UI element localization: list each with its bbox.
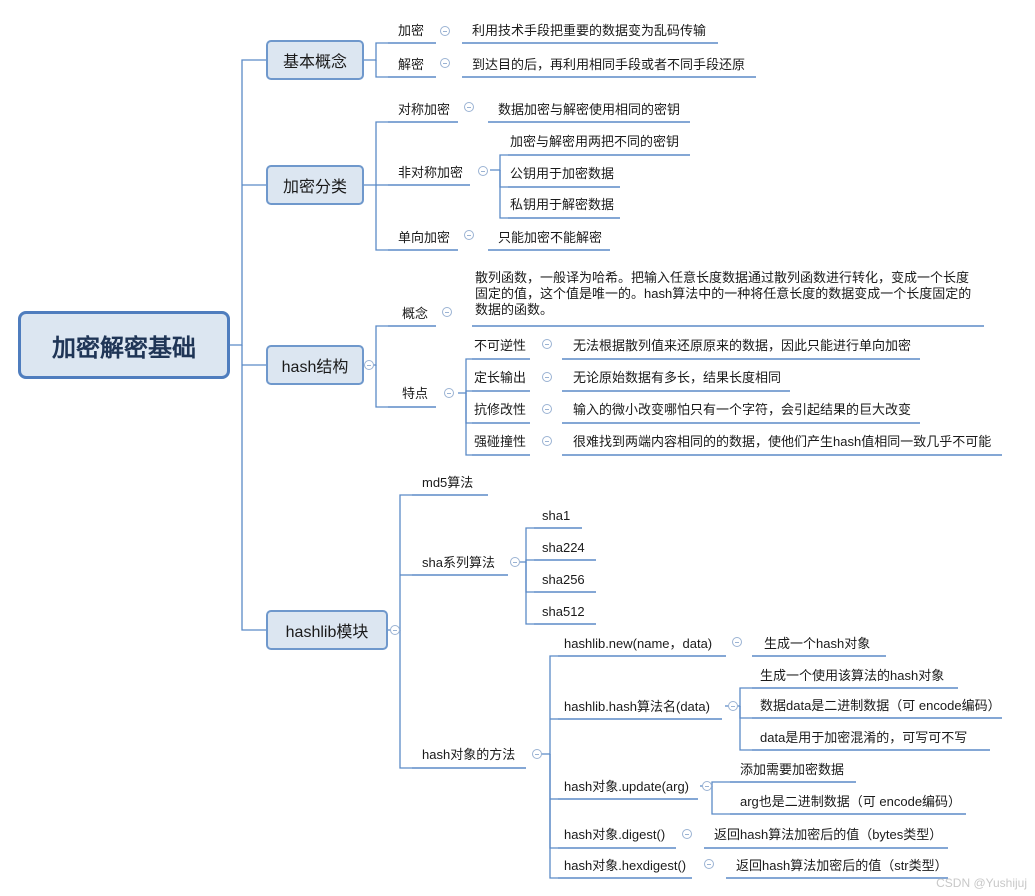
node-method-new[interactable]: hashlib.new(name，data) xyxy=(564,636,713,651)
node-hash-methods[interactable]: hash对象的方法 xyxy=(422,747,516,762)
node-method-hexdigest[interactable]: hash对象.hexdigest() xyxy=(564,858,687,873)
collapse-icon[interactable] xyxy=(542,372,552,382)
concept-line: 散列函数，一般译为哈希。把输入任意长度数据通过散列函数进行转化，变成一个长度 xyxy=(475,270,970,285)
node-decrypt-desc[interactable]: 到达目的后，再利用相同手段或者不同手段还原 xyxy=(472,57,746,72)
watermark: CSDN @Yushijuj xyxy=(936,876,1027,890)
node-sha-series[interactable]: sha系列算法 xyxy=(422,555,495,570)
node-method-hexdigest-desc[interactable]: 返回hash算法加密后的值（str类型） xyxy=(736,858,948,873)
node-encrypt[interactable]: 加密 xyxy=(398,23,425,38)
topic-encryption-types[interactable]: 加密分类 xyxy=(266,165,364,205)
node-method-byname-item[interactable]: 数据data是二进制数据（可 encode编码） xyxy=(760,698,1001,713)
collapse-icon[interactable] xyxy=(702,781,712,791)
node-feature-name[interactable]: 抗修改性 xyxy=(474,402,527,417)
collapse-icon[interactable] xyxy=(704,859,714,869)
node-sha-item[interactable]: sha224 xyxy=(542,540,585,555)
node-feature-name[interactable]: 不可逆性 xyxy=(474,338,527,353)
topic-hashlib-module[interactable]: hashlib模块 xyxy=(266,610,388,650)
collapse-icon[interactable] xyxy=(444,388,454,398)
node-symmetric[interactable]: 对称加密 xyxy=(398,102,451,117)
node-sha-item[interactable]: sha512 xyxy=(542,604,585,619)
collapse-icon[interactable] xyxy=(542,404,552,414)
collapse-icon[interactable] xyxy=(440,58,450,68)
topic-hash-structure[interactable]: hash结构 xyxy=(266,345,364,385)
collapse-icon[interactable] xyxy=(510,557,520,567)
collapse-icon[interactable] xyxy=(364,360,374,370)
node-feature-name[interactable]: 定长输出 xyxy=(474,370,527,385)
collapse-icon[interactable] xyxy=(442,307,452,317)
node-feature-desc[interactable]: 输入的微小改变哪怕只有一个字符，会引起结果的巨大改变 xyxy=(573,402,912,417)
node-asymmetric-item[interactable]: 公钥用于加密数据 xyxy=(510,166,615,181)
collapse-icon[interactable] xyxy=(728,701,738,711)
node-decrypt[interactable]: 解密 xyxy=(398,57,425,72)
node-feature-desc[interactable]: 无法根据散列值来还原原来的数据，因此只能进行单向加密 xyxy=(573,338,912,353)
node-method-byname-item[interactable]: 生成一个使用该算法的hash对象 xyxy=(760,668,945,683)
node-method-digest-desc[interactable]: 返回hash算法加密后的值（bytes类型） xyxy=(714,827,943,842)
collapse-icon[interactable] xyxy=(532,749,542,759)
collapse-icon[interactable] xyxy=(478,166,488,176)
node-oneway[interactable]: 单向加密 xyxy=(398,230,451,245)
node-asymmetric-item[interactable]: 私钥用于解密数据 xyxy=(510,197,615,212)
node-method-byname[interactable]: hashlib.hash算法名(data) xyxy=(564,699,710,714)
concept-line: 固定的值，这个值是唯一的。hash算法中的一种将任意长度的数据变成一个长度固定的 xyxy=(475,286,972,301)
node-concept[interactable]: 概念 xyxy=(402,306,429,321)
collapse-icon[interactable] xyxy=(732,637,742,647)
node-concept-desc[interactable]: 散列函数，一般译为哈希。把输入任意长度数据通过散列函数进行转化，变成一个长度 固… xyxy=(475,270,980,318)
node-asymmetric[interactable]: 非对称加密 xyxy=(398,165,464,180)
node-feature-desc[interactable]: 很难找到两端内容相同的的数据，使他们产生hash值相同一致几乎不可能 xyxy=(573,434,992,449)
collapse-icon[interactable] xyxy=(464,102,474,112)
node-feature-desc[interactable]: 无论原始数据有多长，结果长度相同 xyxy=(573,370,782,385)
collapse-icon[interactable] xyxy=(440,26,450,36)
node-features[interactable]: 特点 xyxy=(402,386,429,401)
node-sha-item[interactable]: sha256 xyxy=(542,572,585,587)
root-node[interactable]: 加密解密基础 xyxy=(18,311,230,379)
node-md5[interactable]: md5算法 xyxy=(422,475,474,490)
node-oneway-desc[interactable]: 只能加密不能解密 xyxy=(498,230,603,245)
collapse-icon[interactable] xyxy=(682,829,692,839)
collapse-icon[interactable] xyxy=(464,230,474,240)
topic-basic-concept[interactable]: 基本概念 xyxy=(266,40,364,80)
node-method-digest[interactable]: hash对象.digest() xyxy=(564,827,666,842)
collapse-icon[interactable] xyxy=(390,625,400,635)
node-method-update-item[interactable]: arg也是二进制数据（可 encode编码） xyxy=(740,794,962,809)
node-method-update-item[interactable]: 添加需要加密数据 xyxy=(740,762,845,777)
collapse-icon[interactable] xyxy=(542,436,552,446)
node-method-new-desc[interactable]: 生成一个hash对象 xyxy=(764,636,871,651)
node-encrypt-desc[interactable]: 利用技术手段把重要的数据变为乱码传输 xyxy=(472,23,707,38)
node-feature-name[interactable]: 强碰撞性 xyxy=(474,434,527,449)
node-sha-item[interactable]: sha1 xyxy=(542,508,571,523)
node-symmetric-desc[interactable]: 数据加密与解密使用相同的密钥 xyxy=(498,102,681,117)
collapse-icon[interactable] xyxy=(542,339,552,349)
concept-line: 数据的函数。 xyxy=(475,302,554,317)
node-asymmetric-item[interactable]: 加密与解密用两把不同的密钥 xyxy=(510,134,680,149)
node-method-update[interactable]: hash对象.update(arg) xyxy=(564,779,690,794)
node-method-byname-item[interactable]: data是用于加密混淆的，可写可不写 xyxy=(760,730,968,745)
